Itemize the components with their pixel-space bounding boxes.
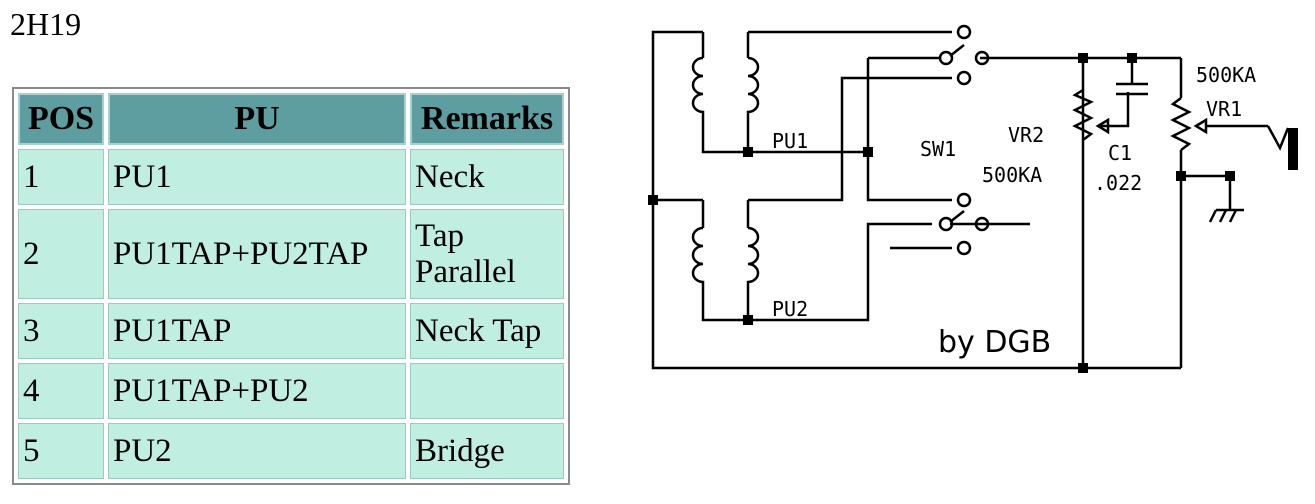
switch-contact [938, 50, 954, 66]
cell-remarks: Neck [410, 149, 564, 205]
table-row: 5 PU2 Bridge [18, 423, 564, 479]
switch-contact [956, 24, 972, 40]
remarks-line: Bridge [415, 433, 505, 469]
junction-dot [1225, 171, 1235, 181]
cell-pos: 1 [18, 149, 104, 205]
switch-contact [956, 240, 972, 256]
label-vr1-value: 500KA [1196, 63, 1256, 87]
header-pos: POS [18, 93, 104, 145]
cell-pu: PU1TAP+PU2TAP [108, 209, 406, 299]
pot-vr2 [1072, 58, 1130, 368]
label-pu2: PU2 [772, 297, 808, 321]
page-title: 2H19 [10, 6, 82, 42]
junction-dot [1078, 363, 1088, 373]
junction-dot [743, 147, 753, 157]
cell-pos: 4 [18, 363, 104, 419]
switch-contact [956, 70, 972, 86]
output-jack [1266, 125, 1298, 170]
remarks-line: Parallel [415, 254, 516, 290]
junction-dot [648, 195, 658, 205]
label-vr2: VR2 [1008, 123, 1044, 147]
switch-contact [974, 216, 990, 232]
remarks-line: Neck [415, 159, 485, 195]
capacitor-c1 [1083, 56, 1148, 96]
cell-remarks: Neck Tap [410, 303, 564, 359]
junction-dot [1127, 53, 1137, 63]
label-credit: by DGB [938, 325, 1051, 360]
switch-contact [956, 192, 972, 208]
label-c1: C1 [1108, 141, 1132, 165]
switch-sw1 [866, 24, 1083, 256]
cell-pu: PU1TAP [108, 303, 406, 359]
junction-dot [1078, 53, 1088, 63]
label-pu1: PU1 [772, 129, 808, 153]
cell-remarks [410, 363, 564, 419]
header-pu: PU [108, 93, 406, 145]
pot-vr1 [1083, 56, 1268, 370]
cell-pos: 5 [18, 423, 104, 479]
switch-position-table: POS PU Remarks 1 PU1 Neck 2 PU1TAP+PU2TA… [12, 87, 570, 485]
remarks-line: Neck Tap [415, 313, 542, 349]
junction-dot [743, 315, 753, 325]
cell-pu: PU2 [108, 423, 406, 479]
cell-pos: 3 [18, 303, 104, 359]
label-vr2-value: 500KA [982, 163, 1042, 187]
cell-pu: PU1 [108, 149, 406, 205]
cell-remarks: Bridge [410, 423, 564, 479]
table-row: 4 PU1TAP+PU2 [18, 363, 564, 419]
table-header-row: POS PU Remarks [18, 93, 564, 145]
junction-dot [1176, 171, 1186, 181]
label-vr1: VR1 [1206, 97, 1242, 121]
remarks-line: Tap [415, 218, 465, 254]
pickup-pu1 [691, 30, 952, 154]
label-sw1: SW1 [920, 137, 956, 161]
junction-dot [863, 147, 873, 157]
switch-contact [938, 216, 954, 232]
table-row: 3 PU1TAP Neck Tap [18, 303, 564, 359]
ground-symbol [1181, 174, 1244, 223]
pickup-pu2 [691, 76, 952, 322]
label-c1-value: .022 [1094, 171, 1142, 195]
switch-contact [974, 50, 990, 66]
wiring-schematic: PU1 PU2 SW1 VR2 500KA VR1 500KA C1 .022 … [648, 24, 1298, 373]
cell-pos: 2 [18, 209, 104, 299]
table-row: 1 PU1 Neck [18, 149, 564, 205]
cell-pu: PU1TAP+PU2 [108, 363, 406, 419]
header-remarks: Remarks [410, 93, 564, 145]
